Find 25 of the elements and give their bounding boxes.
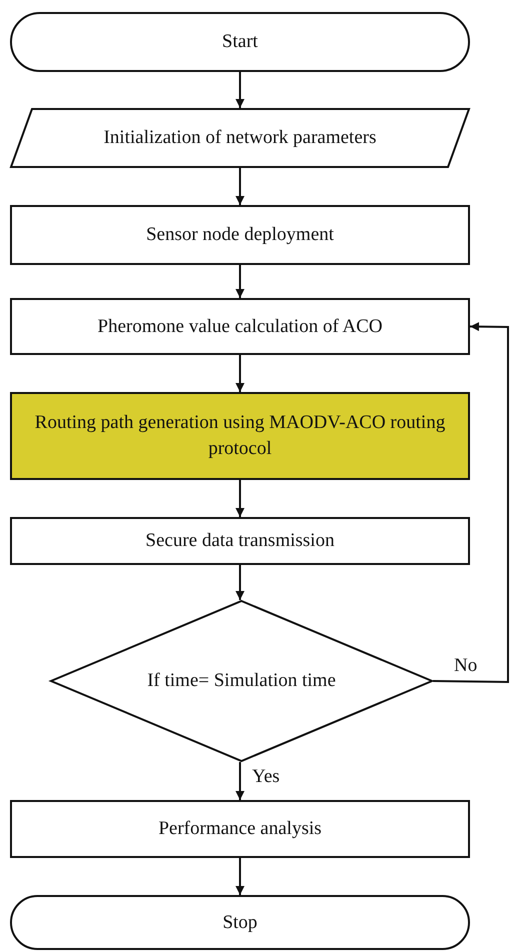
arrow	[236, 265, 244, 298]
arrow	[236, 480, 244, 517]
process-box	[10, 205, 470, 265]
decision-diamond	[50, 600, 433, 762]
node-label: If time= Simulation time	[147, 669, 336, 694]
node-label: Pheromone value calculation of ACO	[98, 314, 382, 339]
arrow	[236, 72, 244, 108]
process-box	[10, 800, 470, 858]
process-box	[10, 298, 470, 355]
node-label: Start	[222, 30, 258, 54]
arrow	[236, 858, 244, 895]
arrow	[432, 322, 509, 684]
arrow	[236, 762, 244, 800]
node-label: Routing path generation using MAODV-ACO routing protocol	[34, 411, 446, 461]
process-box	[10, 517, 470, 565]
arrow	[236, 355, 244, 392]
arrow	[236, 168, 244, 205]
node-label: Stop	[222, 910, 258, 935]
node-label: Sensor node deployment	[146, 223, 334, 248]
process-box	[10, 392, 470, 480]
arrow	[236, 565, 244, 600]
node-label: Secure data transmission	[146, 529, 334, 554]
input-parallelogram	[10, 108, 470, 168]
node-label: Initialization of network parameters	[104, 126, 376, 150]
node-label: Performance analysis	[158, 817, 322, 842]
